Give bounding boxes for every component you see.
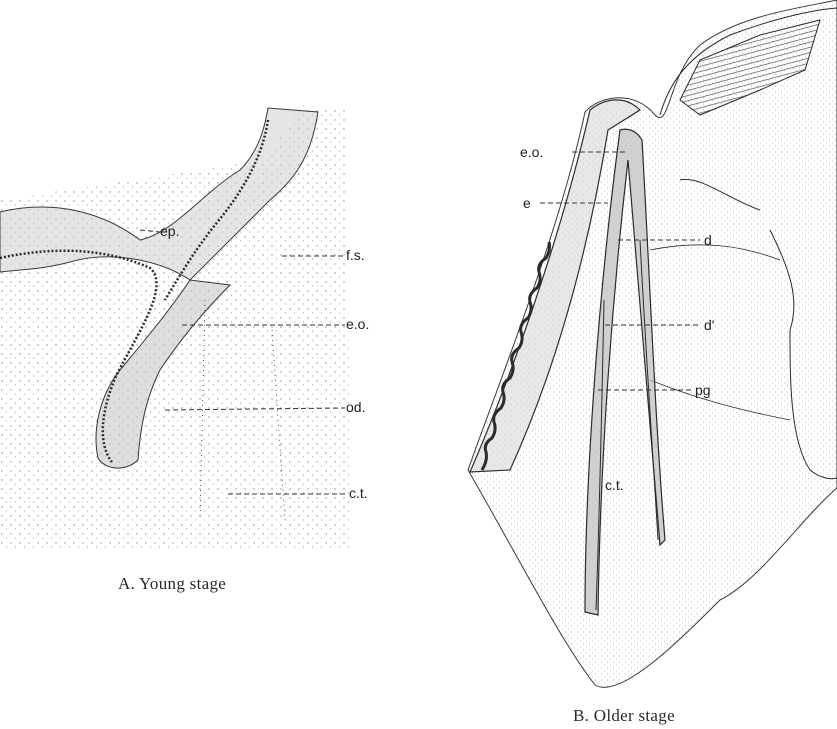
- panel-a-young-stage: ep. f.s. e.o. od. c.t. A. Young stage: [0, 105, 369, 593]
- panel-b-label-d1: d': [704, 317, 714, 333]
- panel-b-label-d: d: [704, 232, 712, 248]
- panel-a-label-eo: e.o.: [346, 316, 369, 332]
- panel-a-label-fs: f.s.: [346, 247, 365, 263]
- panel-b-label-e: e: [523, 195, 531, 211]
- panel-a-label-od: od.: [346, 399, 365, 415]
- panel-a-label-ct: c.t.: [349, 485, 368, 501]
- panel-b-caption: B. Older stage: [573, 706, 675, 725]
- panel-b-label-pg: pg: [695, 382, 711, 398]
- panel-a-caption: A. Young stage: [118, 574, 226, 593]
- panel-a-label-ep: ep.: [160, 223, 179, 239]
- panel-b-label-ct: c.t.: [605, 477, 624, 493]
- panel-b-label-eo: e.o.: [520, 144, 543, 160]
- panel-b-older-stage: e.o. e d d' pg c.t. B. Older stage: [468, 0, 837, 725]
